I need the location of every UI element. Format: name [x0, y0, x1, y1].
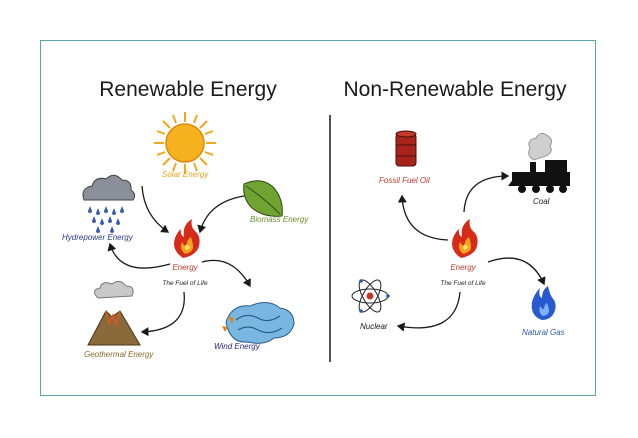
wind-energy-label: Wind Energy — [214, 342, 261, 351]
biomass-energy-label: Biomass Energy — [250, 215, 309, 224]
solar-energy-label: Solar Energy — [162, 170, 209, 179]
natural-gas-label: Natural Gas — [522, 328, 565, 337]
arrow-nuclear-to-energy — [396, 291, 461, 332]
energy-label-left: Energy — [172, 263, 198, 272]
oil-barrel-icon — [395, 130, 417, 167]
wind-icon — [222, 302, 295, 344]
geothermal-energy-label: Geothermal Energy — [84, 350, 154, 359]
flame-icon — [452, 219, 478, 258]
arrow-energy-to-geothermal — [140, 291, 185, 337]
gas-flame-icon — [531, 286, 556, 320]
energy-label-right: Energy — [450, 263, 476, 272]
rain-cloud-icon — [82, 174, 136, 233]
fossil-fuel-oil-label: Fossil Fuel Oil — [379, 176, 430, 185]
fuel-of-life-left: The Fuel of Life — [162, 280, 208, 287]
hydropower-energy-label: Hydrepower Energy — [62, 233, 134, 242]
coal-label: Coal — [533, 197, 550, 206]
arrow-energy-to-oil — [397, 194, 449, 241]
sun-icon — [154, 112, 216, 174]
flame-icon — [174, 219, 200, 258]
leaf-icon — [243, 180, 283, 217]
volcano-icon — [87, 280, 141, 346]
arrow-solar-to-energy — [141, 185, 170, 233]
arrow-energy-to-gas — [487, 257, 546, 286]
arrow-coal-to-energy — [463, 171, 510, 213]
renewable-title: Renewable Energy — [99, 78, 277, 101]
diagram-frame — [40, 40, 596, 396]
non-renewable-title: Non-Renewable Energy — [344, 78, 567, 101]
atom-icon — [351, 279, 390, 313]
nuclear-label: Nuclear — [360, 322, 388, 331]
arrow-energy-to-hydropower — [107, 242, 171, 269]
steam-locomotive-icon — [508, 133, 570, 193]
fuel-of-life-right: The Fuel of Life — [440, 280, 486, 287]
arrow-biomass-to-energy — [197, 195, 245, 234]
arrow-energy-to-wind — [201, 259, 251, 288]
